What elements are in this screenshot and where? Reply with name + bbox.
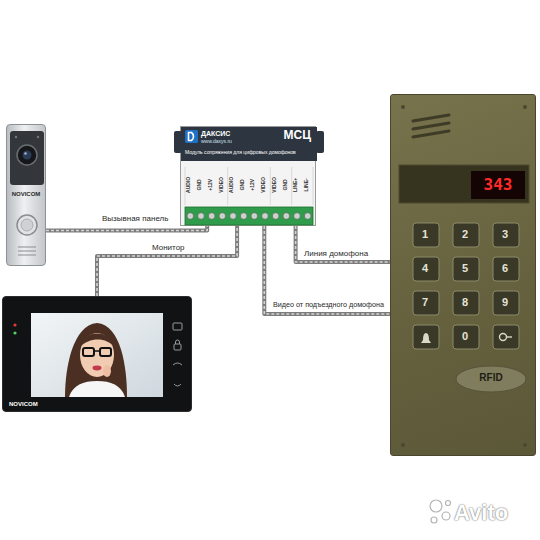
terminal-pin-name: +12V — [250, 179, 256, 191]
model-name: МСЦ — [271, 129, 311, 143]
brand-name: NOVICOM — [9, 401, 38, 408]
cable-stripe — [46, 226, 207, 231]
rfid-mark: RFID — [457, 372, 525, 384]
cable-sheath — [264, 226, 390, 314]
cable-stripe — [264, 226, 390, 314]
cable-sheath — [46, 226, 207, 231]
key-digit: 8 — [462, 296, 468, 309]
website: www.daxys.ru — [201, 139, 232, 145]
brand-name: NOVICOM — [7, 191, 45, 198]
key-digit: 1 — [422, 228, 428, 241]
cable-stripe — [296, 226, 390, 262]
cable — [46, 226, 207, 231]
key-digit: 4 — [422, 262, 428, 275]
video-monitor-body — [3, 297, 193, 413]
terminal-pin-name: VIDEO — [218, 177, 224, 193]
terminal-pin-name: +12V — [208, 179, 214, 191]
key-digit: 6 — [502, 262, 508, 275]
entrance-panel-body — [391, 95, 537, 457]
terminal-pin-name: LINE+ — [293, 178, 299, 192]
key-digit: 5 — [462, 262, 468, 275]
cable-label: Вызывная панель — [100, 214, 170, 223]
cable-label: Видео от подъездного домофона — [271, 301, 386, 309]
cable-stripe — [97, 226, 237, 296]
terminal-pin-name: AUDIO — [229, 177, 235, 193]
cable-sheath — [296, 226, 390, 262]
cable — [264, 226, 390, 314]
terminal-pin-name: VIDEO — [272, 177, 278, 193]
cable-sheath — [97, 226, 237, 296]
interface-module: ДАКСИС МСЦ www.daxys.ruМодуль сопряжения д… — [180, 126, 316, 226]
terminal-pin-name: AUDIO — [186, 177, 192, 193]
brand-name: ДАКСИС — [201, 130, 230, 138]
cable-label: Линия домофона — [302, 249, 370, 258]
module-description: Модуль сопряжения для цифровых домофонов — [185, 150, 313, 156]
key-digit: 3 — [502, 228, 508, 241]
terminal-pin-name: GND — [282, 179, 288, 190]
terminal-pin-name: VIDEO — [261, 177, 267, 193]
watermark: Avito — [454, 500, 508, 525]
key-digit: 7 — [422, 296, 428, 309]
cable — [97, 226, 237, 296]
call-panel: NOVICOM — [6, 124, 46, 266]
entrance-panel: 343RFID — [390, 94, 536, 456]
key-digit: 2 — [462, 228, 468, 241]
cable-label: Монитор — [150, 243, 187, 252]
terminal-pin-name: GND — [197, 179, 203, 190]
terminal-pin-name: GND — [240, 179, 246, 190]
video-monitor: NOVICOM — [2, 296, 192, 412]
cable — [296, 226, 390, 262]
key-digit: 0 — [462, 330, 468, 343]
apartment-number: 343 — [471, 176, 525, 194]
key-digit: 9 — [502, 296, 508, 309]
terminal-pin-name: LINE- — [304, 178, 310, 191]
